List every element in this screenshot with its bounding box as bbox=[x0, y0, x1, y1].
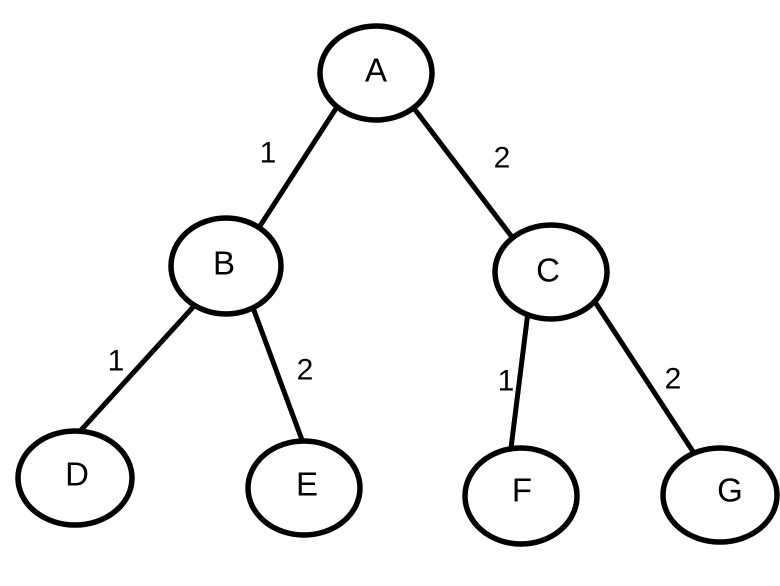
edge-B-E bbox=[246, 294, 308, 451]
edge-label-A-C: 2 bbox=[494, 142, 511, 175]
node-circle-F bbox=[462, 445, 580, 547]
edge-label-C-F: 1 bbox=[498, 365, 515, 398]
edge-label-B-E: 2 bbox=[297, 354, 314, 387]
node-circle-B bbox=[168, 215, 284, 317]
node-circle-D bbox=[15, 428, 135, 528]
node-label-B: B bbox=[213, 245, 235, 282]
edge-A-C bbox=[407, 101, 521, 247]
edge-C-F bbox=[507, 309, 531, 459]
edge-label-B-D: 1 bbox=[108, 345, 125, 378]
node-circle-A bbox=[317, 23, 435, 123]
node-label-G: G bbox=[717, 472, 743, 509]
node-circle-G bbox=[660, 445, 780, 545]
node-label-F: F bbox=[512, 472, 532, 509]
node-circle-C bbox=[492, 222, 610, 322]
node-circle-E bbox=[245, 438, 363, 538]
node-label-D: D bbox=[65, 456, 89, 493]
edge-label-A-B: 1 bbox=[260, 137, 277, 170]
edge-A-B bbox=[252, 100, 343, 236]
edge-B-D bbox=[73, 295, 204, 439]
node-label-A: A bbox=[365, 52, 387, 89]
edge-C-G bbox=[585, 289, 700, 460]
edge-label-C-G: 2 bbox=[665, 363, 682, 396]
node-label-C: C bbox=[536, 252, 560, 289]
node-label-E: E bbox=[296, 466, 318, 503]
